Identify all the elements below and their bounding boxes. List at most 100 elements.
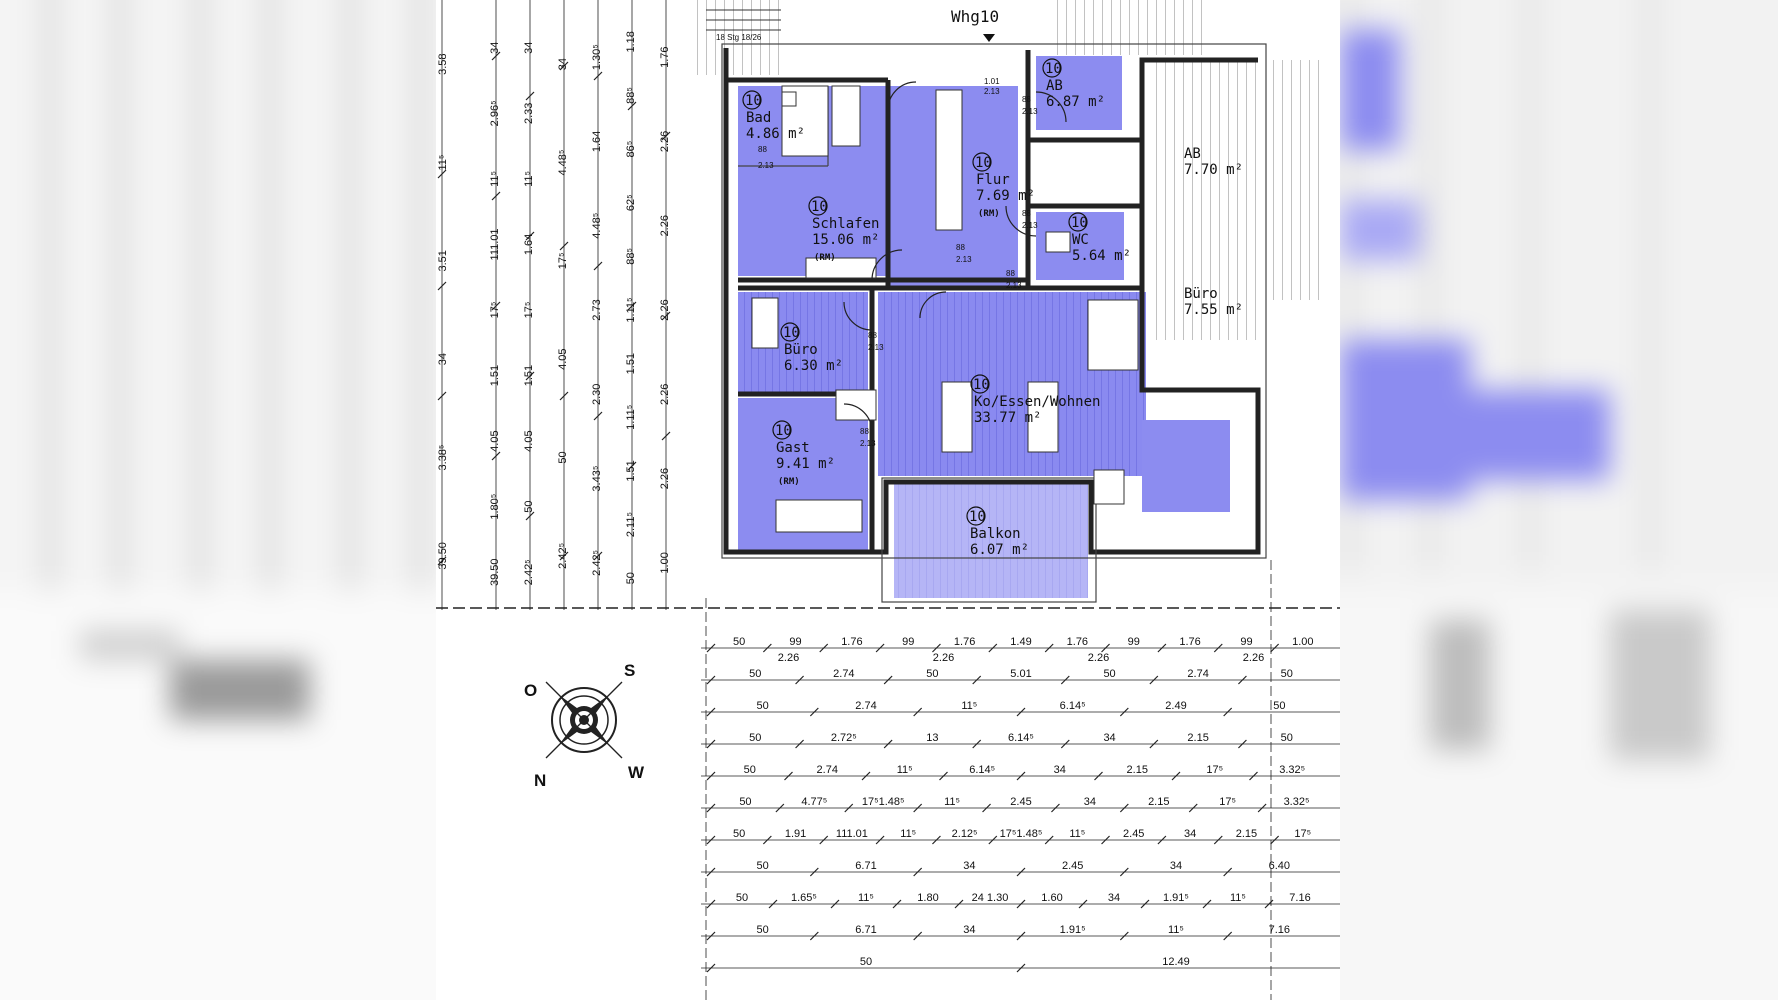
room-rm-tag: (RM) [814, 253, 836, 263]
unit-arrow-icon [983, 34, 995, 42]
dimension-label: 50 [1273, 700, 1285, 712]
dimension-label: 1.49 [1010, 636, 1031, 648]
dimension-label: 1.76 [1067, 636, 1088, 648]
dimension-tick [1157, 835, 1167, 845]
dimension-label: 34 [437, 353, 449, 365]
dimension-label: 12.49 [1162, 956, 1190, 968]
room-number: 10 [975, 155, 992, 171]
dimension-tick [819, 643, 829, 653]
room-area: 15.06 m² [812, 232, 879, 248]
guest-bed [775, 499, 863, 533]
room-number-circle [772, 420, 792, 440]
dimension-label: 99 [902, 636, 914, 648]
dimension-label: 2.26 [659, 131, 671, 152]
door-height-note: 2.13 [758, 161, 774, 170]
dimension-label: 2.26 [1243, 652, 1264, 664]
compass-east-label: O [524, 681, 537, 700]
door-height-note: 2.13 [1022, 221, 1038, 230]
dimension-label: 50 [733, 828, 745, 840]
blurred-right-margin [1340, 0, 1778, 1000]
room-area: 4.86 m² [746, 126, 805, 142]
cupboard [835, 389, 877, 421]
dimension-label: 2.26 [659, 299, 671, 320]
dimension-tick [1149, 739, 1159, 749]
dimension-label: 11⁵ [944, 796, 960, 808]
shower [831, 85, 861, 147]
dimension-label: 1.65⁵ [791, 892, 817, 904]
dimension-label: 2.74 [833, 668, 854, 680]
dimension-label: 1.80⁵ [489, 494, 501, 520]
dimension-label: 6.71 [855, 860, 876, 872]
dimension-label: 1.91 [785, 828, 806, 840]
dimension-label: 86⁵ [625, 141, 637, 158]
door-height-note: 88 [758, 145, 767, 154]
dimension-tick [1044, 835, 1054, 845]
dimension-label: 5.01 [1010, 668, 1031, 680]
dimension-tick [762, 643, 772, 653]
room-number: 10 [969, 509, 986, 525]
dimension-label: 50 [557, 451, 569, 463]
dimension-label: 4.05 [489, 430, 501, 451]
dimension-label: 34 [489, 42, 501, 54]
dimension-label: 11⁵ [1168, 924, 1184, 936]
dimension-tick [1238, 675, 1247, 685]
room-number: 10 [783, 325, 800, 341]
room-fill-balkon [894, 484, 1088, 598]
dimension-label: 50 [625, 572, 637, 584]
dimension-label: 17⁵ [1294, 828, 1311, 840]
dimension-label: 11⁵ [1069, 828, 1085, 840]
room-number-circle [780, 322, 800, 342]
dimension-tick [913, 803, 923, 813]
dimension-label: 6.14⁵ [1008, 732, 1034, 744]
dimension-label: 17⁵1.48⁵ [1000, 828, 1043, 840]
dimension-tick [1223, 867, 1233, 877]
dimension-tick [972, 675, 982, 685]
dimension-tick [706, 771, 716, 781]
dimension-tick [795, 675, 804, 685]
neighbor-room-name: AB [1184, 146, 1201, 162]
dimension-label: 50 [744, 764, 756, 776]
door-height-note: 2.13 [868, 343, 884, 352]
dimension-tick [830, 899, 840, 909]
room-area: 9.41 m² [776, 456, 835, 472]
dimension-label: 2.15 [1127, 764, 1148, 776]
dimension-label: 50 [749, 668, 761, 680]
dimension-tick [1044, 643, 1054, 653]
dimension-label: 50 [523, 501, 535, 513]
door-height-note: 2.13 [956, 255, 972, 264]
dimension-tick [706, 803, 716, 813]
dimension-label: 3.32⁵ [1284, 796, 1310, 808]
dimension-tick [892, 899, 902, 909]
dimension-label: 2.26 [1088, 652, 1109, 664]
compass-needle-icon [558, 724, 580, 746]
dimension-tick [706, 867, 716, 877]
dining-table [1087, 299, 1139, 371]
floor-plan-drawing: 1.762.262.262.262.262.261.001.1888⁵86⁵62… [436, 0, 1340, 1000]
dimension-label: 7.16 [1289, 892, 1310, 904]
left-dimension-labels: 1.762.262.262.262.262.261.001.1888⁵86⁵62… [437, 31, 671, 586]
door-height-note: 2.13 [860, 439, 876, 448]
dimension-label: 62⁵ [625, 194, 637, 211]
dimension-tick [1249, 771, 1258, 781]
room-number-circle [742, 90, 762, 110]
dimension-tick [1094, 771, 1103, 781]
dimension-label: 50 [733, 636, 745, 648]
dimension-label: 4.77⁵ [801, 796, 827, 808]
stair [706, 9, 781, 31]
dimension-label: 50 [736, 892, 748, 904]
dimension-label: 39.50 [489, 558, 501, 586]
dimension-label: 1.00 [1292, 636, 1313, 648]
room-name: Bad [746, 110, 771, 126]
dimension-label: 2.49 [1165, 700, 1186, 712]
dimension-label: 50 [860, 956, 872, 968]
dimension-tick [1119, 707, 1129, 717]
dimension-label: 17⁵1.48⁵ [862, 796, 905, 808]
dimension-label: 34 [523, 42, 535, 54]
dimension-label: 17⁵ [1219, 796, 1236, 808]
dimension-label: 6.14⁵ [1060, 700, 1086, 712]
dimension-label: 1.91⁵ [1163, 892, 1189, 904]
dimension-label: 50 [926, 668, 938, 680]
